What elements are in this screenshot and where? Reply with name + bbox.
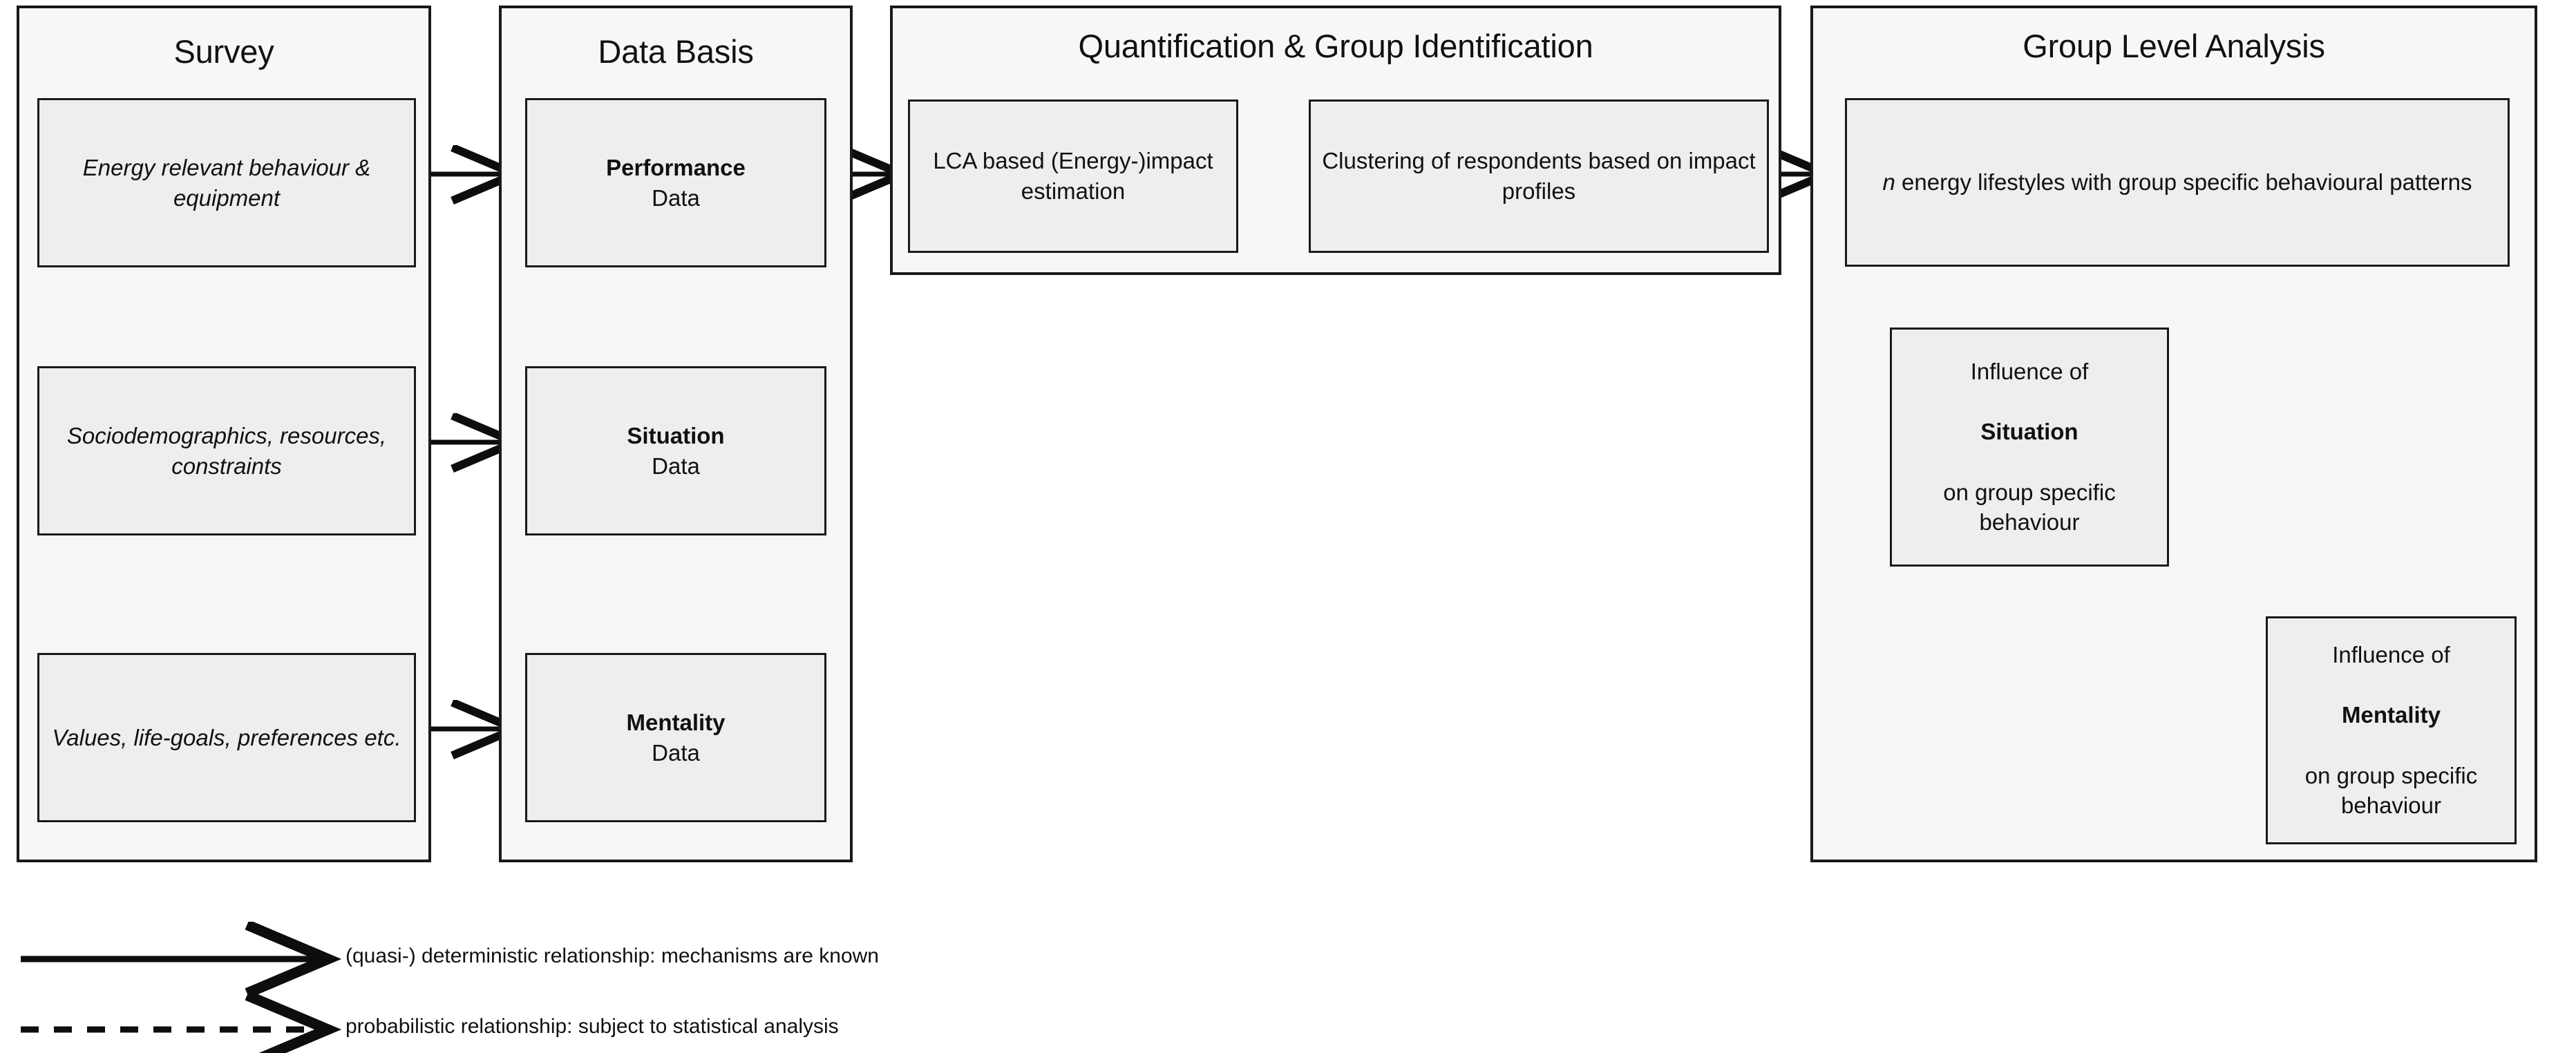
box-situation-data: Situation Data	[525, 366, 826, 535]
box-values-life-goals-label: Values, life-goals, preferences etc.	[52, 724, 401, 750]
legend-item-deterministic: (quasi-) deterministic relationship: mec…	[345, 944, 879, 969]
panel-survey: Survey Energy relevant behaviour & equip…	[17, 6, 431, 862]
box-influence-of-situation: Influence of Situation on group specific…	[1890, 328, 2169, 567]
legend-probabilistic-label: probabilistic relationship: subject to s…	[345, 1015, 839, 1038]
panel-survey-title: Survey	[173, 33, 274, 70]
box-influence-of-mentality-line1: Influence of	[2332, 642, 2450, 668]
box-clustering-label: Clustering of respondents based on impac…	[1322, 148, 1756, 204]
panel-group-level-analysis-title: Group Level Analysis	[2023, 28, 2325, 64]
box-influence-of-situation-line3: on group specific behaviour	[1943, 479, 2116, 535]
box-performance-data: Performance Data	[525, 98, 826, 267]
box-clustering: Clustering of respondents based on impac…	[1309, 99, 1769, 253]
panel-data-basis-title: Data Basis	[598, 33, 754, 70]
box-situation-data-strong: Situation	[627, 422, 725, 448]
box-sociodemographics-label: Sociodemographics, resources, constraint…	[66, 422, 387, 479]
box-energy-lifestyles-variable: n	[1882, 169, 1895, 196]
panel-quantification-title: Quantification & Group Identification	[1078, 28, 1593, 64]
box-values-life-goals: Values, life-goals, preferences etc.	[37, 653, 416, 822]
panel-data-basis: Data Basis Performance Data Situation Da…	[499, 6, 853, 862]
box-situation-data-label: Situation Data	[527, 421, 824, 481]
legend-deterministic-label: (quasi-) deterministic relationship: mec…	[345, 945, 879, 967]
box-influence-of-mentality-strong: Mentality	[2341, 702, 2441, 728]
box-performance-data-sub: Data	[652, 184, 700, 211]
box-influence-of-mentality-line3: on group specific behaviour	[2304, 762, 2478, 819]
box-mentality-data-label: Mentality Data	[527, 708, 824, 768]
box-lca-estimation: LCA based (Energy-)impact estimation	[908, 99, 1238, 253]
panel-group-level-analysis: Group Level Analysis n energy lifestyles…	[1810, 6, 2537, 862]
box-mentality-data: Mentality Data	[525, 653, 826, 822]
box-energy-lifestyles-text: energy lifestyles with group specific be…	[1895, 169, 2472, 196]
box-influence-of-mentality: Influence of Mentality on group specific…	[2266, 616, 2517, 844]
box-performance-data-strong: Performance	[606, 154, 746, 180]
box-performance-data-label: Performance Data	[527, 153, 824, 213]
box-influence-of-situation-line1: Influence of	[1970, 359, 2089, 385]
panel-quantification: Quantification & Group Identification LC…	[890, 6, 1781, 275]
legend-item-probabilistic: probabilistic relationship: subject to s…	[345, 1014, 839, 1039]
box-sociodemographics: Sociodemographics, resources, constraint…	[37, 366, 416, 535]
box-influence-of-situation-label: Influence of Situation on group specific…	[1892, 357, 2167, 537]
box-energy-lifestyles: n energy lifestyles with group specific …	[1845, 98, 2510, 267]
box-energy-relevant-behaviour: Energy relevant behaviour & equipment	[37, 98, 416, 267]
box-influence-of-mentality-label: Influence of Mentality on group specific…	[2268, 640, 2515, 820]
box-energy-relevant-behaviour-label: Energy relevant behaviour & equipment	[82, 154, 371, 211]
box-lca-estimation-label: LCA based (Energy-)impact estimation	[933, 148, 1213, 204]
box-energy-lifestyles-label: n energy lifestyles with group specific …	[1847, 167, 2508, 198]
box-mentality-data-strong: Mentality	[626, 709, 726, 735]
box-influence-of-situation-strong: Situation	[1980, 419, 2078, 445]
box-situation-data-sub: Data	[652, 453, 700, 479]
box-mentality-data-sub: Data	[652, 739, 700, 766]
